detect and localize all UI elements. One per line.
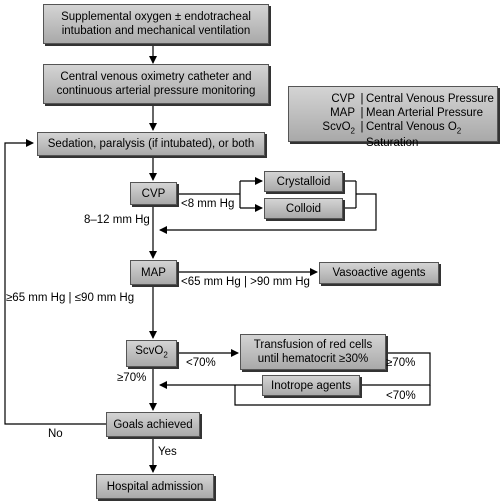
vasoactive-label: Vasoactive agents — [332, 267, 426, 279]
colloid-box: Colloid — [264, 198, 343, 219]
oxygen-line1: Supplemental oxygen ± endotracheal — [61, 11, 251, 23]
hospital-label: Hospital admission — [106, 480, 204, 493]
cvp-label: CVP — [141, 187, 166, 200]
label-cvp-ok: 8–12 mm Hg — [84, 214, 150, 226]
cvp-box: CVP — [130, 182, 177, 205]
legend-full: Mean Arterial Pressure — [366, 107, 483, 119]
abbreviation-legend: CVP | Central Venous Pressure MAP | Mean… — [288, 86, 498, 149]
label-map-ok: ≥65 mm Hg | ≤90 mm Hg — [6, 292, 135, 304]
label-yes: Yes — [158, 446, 177, 458]
legend-abbr: ScvO2 — [289, 121, 358, 135]
sedation-label: Sedation, paralysis (if intubated), or b… — [47, 138, 255, 150]
legend-full-base: Central Venous O — [366, 121, 457, 133]
label-tx-low: <70% — [386, 390, 416, 402]
legend-sep: | — [360, 107, 364, 119]
label-tx-ok: ≥70% — [386, 357, 416, 369]
goals-label: Goals achieved — [113, 418, 193, 431]
monitoring-box: Central venous oximetry catheter and cont… — [43, 64, 269, 104]
oxygen-line2: intubation and mechanical ventilation — [61, 25, 251, 37]
scvo2-label: ScvO2 — [135, 344, 168, 362]
crystalloid-label: Crystalloid — [276, 175, 331, 188]
map-box: MAP — [130, 260, 177, 285]
label-scv-ok: ≥70% — [117, 372, 147, 384]
legend-abbr-sub: 2 — [350, 126, 355, 136]
label-no: No — [48, 428, 63, 440]
transfusion-line2: until hematocrit ≥30% — [257, 353, 369, 365]
monitoring-line2: continuous arterial pressure monitoring — [56, 85, 256, 97]
vasoactive-box: Vasoactive agents — [319, 262, 439, 284]
sedation-box: Sedation, paralysis (if intubated), or b… — [37, 132, 265, 156]
monitoring-line1: Central venous oximetry catheter and — [60, 71, 252, 83]
legend-abbr-base: ScvO — [322, 121, 351, 133]
scvo2-sub: 2 — [163, 350, 168, 360]
goals-box: Goals achieved — [106, 412, 200, 437]
legend-row-cvp: CVP | Central Venous Pressure — [289, 93, 497, 107]
legend-full-tail: Saturation — [366, 137, 419, 150]
hospital-box: Hospital admission — [96, 474, 214, 499]
map-label: MAP — [141, 266, 166, 279]
scvo2-base: ScvO — [135, 345, 164, 358]
legend-full: Central Venous O2 Saturation — [366, 121, 497, 149]
oxygen-box: Supplemental oxygen ± endotracheal intuba… — [43, 4, 269, 44]
legend-full-sub: 2 — [456, 126, 462, 136]
legend-abbr: MAP — [330, 107, 355, 119]
colloid-label: Colloid — [285, 202, 322, 215]
inotrope-box: Inotrope agents — [262, 375, 360, 396]
label-scv-low: <70% — [186, 357, 216, 369]
scvo2-box: ScvO2 — [126, 340, 177, 367]
legend-sep: | — [360, 93, 364, 105]
crystalloid-box: Crystalloid — [264, 171, 343, 192]
inotrope-label: Inotrope agents — [271, 379, 351, 392]
legend-sep: | — [360, 121, 364, 133]
label-map-out: <65 mm Hg | >90 mm Hg — [181, 276, 310, 288]
legend-full: Central Venous Pressure — [366, 93, 494, 105]
transfusion-line1: Transfusion of red cells — [253, 339, 373, 351]
legend-row-scvo2: ScvO2 | Central Venous O2 Saturation — [289, 121, 497, 149]
transfusion-box: Transfusion of red cells until hematocrit… — [240, 334, 386, 370]
legend-abbr: CVP — [331, 93, 355, 105]
label-cvp-low: <8 mm Hg — [181, 198, 235, 210]
legend-row-map: MAP | Mean Arterial Pressure — [289, 107, 497, 121]
